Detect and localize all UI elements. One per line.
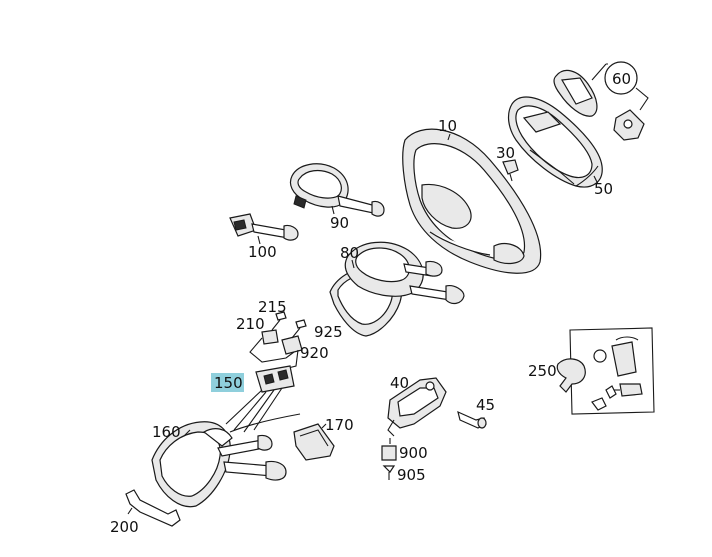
callout-920: 920 xyxy=(300,344,329,362)
clip-part-30 xyxy=(502,159,519,182)
steering-buttons-part xyxy=(553,63,649,141)
callout-80: 80 xyxy=(340,244,359,262)
lock-assembly-part xyxy=(387,377,447,444)
bracket-part xyxy=(125,489,181,527)
column-module-part xyxy=(329,241,465,337)
column-cover-part xyxy=(151,421,287,508)
callout-200: 200 xyxy=(110,518,139,536)
callout-170: 170 xyxy=(325,416,354,434)
small-parts-900-905 xyxy=(381,445,397,480)
callout-210: 210 xyxy=(236,315,265,333)
trim-panel-part xyxy=(293,423,335,461)
airbag-module-part xyxy=(507,96,603,188)
wiper-switch-part xyxy=(229,213,299,245)
steering-wheel-part xyxy=(402,128,542,274)
hardware-kit-box xyxy=(556,327,655,415)
callout-30: 30 xyxy=(496,144,515,162)
callout-160: 160 xyxy=(152,423,181,441)
callout-60: 60 xyxy=(612,70,631,88)
callout-90: 90 xyxy=(330,214,349,232)
callout-905: 905 xyxy=(397,466,426,484)
combination-switch-part xyxy=(289,163,385,217)
callout-925: 925 xyxy=(314,323,343,341)
callout-45: 45 xyxy=(476,396,495,414)
callout-250: 250 xyxy=(528,362,557,380)
callout-100: 100 xyxy=(248,243,277,261)
callout-900: 900 xyxy=(399,444,428,462)
lock-cylinder-part xyxy=(457,410,487,429)
callout-50: 50 xyxy=(594,180,613,198)
wiring-harness-part xyxy=(225,365,301,433)
callout-10: 10 xyxy=(438,117,457,135)
callout-40: 40 xyxy=(390,374,409,392)
callout-60-circle xyxy=(604,61,638,95)
callout-150-highlight xyxy=(211,373,244,392)
callout-215: 215 xyxy=(258,298,287,316)
connector-parts xyxy=(249,311,307,371)
callout-150: 150 xyxy=(214,374,243,392)
